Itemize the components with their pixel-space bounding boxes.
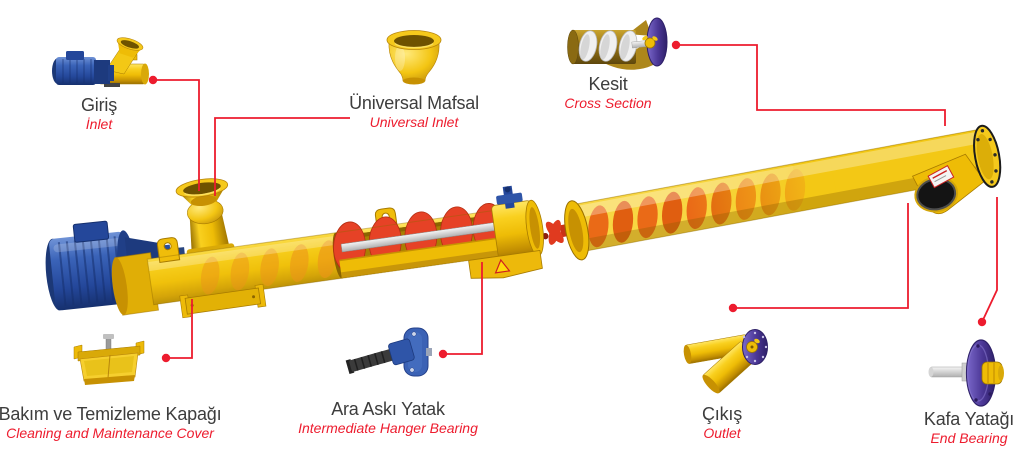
conveyor-rear-segment (542, 124, 1002, 261)
label-universal-inlet-title: Üniversal Mafsal (349, 93, 479, 113)
cross-section-callout-dot (671, 40, 681, 50)
label-end-bearing: Kafa Yatağı End Bearing (924, 409, 1014, 447)
label-cleaning-cover: Bakım ve Temizleme Kapağı Cleaning and M… (0, 404, 222, 442)
callout-lines (153, 44, 998, 359)
spout-warning-sticker (927, 164, 955, 189)
label-outlet: Çıkış Outlet (702, 404, 742, 442)
label-end-bearing-title: Kafa Yatağı (923, 409, 1015, 429)
conveyor-front-segment (111, 178, 544, 319)
cover-callout-line (166, 299, 193, 359)
label-inlet: Giriş İnlet (81, 95, 117, 133)
inlet-callout-dot (148, 75, 158, 85)
label-end-bearing-subtitle: End Bearing (930, 430, 1008, 447)
maintenance-cover-installed (179, 283, 267, 319)
label-cleaning-cover-subtitle: Cleaning and Maintenance Cover (6, 425, 214, 442)
label-universal-inlet: Üniversal Mafsal Universal Inlet (349, 93, 479, 131)
rear-screw-flights (572, 128, 991, 252)
icon-hanger-bearing (345, 327, 432, 377)
label-hanger-bearing-subtitle: Intermediate Hanger Bearing (298, 420, 478, 437)
label-inlet-subtitle: İnlet (85, 116, 113, 133)
end-bracket (468, 250, 543, 279)
icon-end-bearing (928, 339, 1004, 407)
warning-triangle (494, 258, 511, 274)
cross-section-callout-line (676, 44, 946, 126)
outlet-spout (911, 153, 986, 215)
label-cleaning-cover-title: Bakım ve Temizleme Kapağı (0, 404, 222, 424)
label-hanger-bearing-title: Ara Askı Yatak (331, 399, 445, 419)
cover-callout-dot (161, 353, 171, 363)
label-cross-section-title: Kesit (588, 74, 628, 94)
label-universal-inlet-subtitle: Universal Inlet (369, 114, 459, 131)
universal-callout-line (214, 117, 350, 196)
icon-universal-joint (386, 30, 442, 85)
icon-maintenance-cover (73, 334, 145, 385)
label-cross-section-subtitle: Cross Section (564, 95, 652, 112)
hanger-callout-dot (438, 349, 448, 359)
label-inlet-title: Giriş (81, 95, 117, 115)
motor-body (49, 231, 132, 311)
cross-section-flights (578, 30, 638, 62)
motor-terminal-box (72, 220, 110, 243)
callout-dots (148, 40, 987, 363)
end-bearing-callout-dot (977, 317, 987, 327)
label-outlet-subtitle: Outlet (703, 425, 741, 442)
mini-motor-body (56, 57, 96, 85)
drive-housing (111, 252, 160, 316)
icon-cross-section (567, 17, 668, 70)
end-bearing-callout-line (981, 197, 998, 323)
lifting-lug (156, 237, 181, 264)
inlet-callout-line (153, 79, 200, 191)
label-outlet-title: Çıkış (701, 404, 743, 424)
hanger-callout-line (443, 262, 483, 355)
front-end-cap (491, 199, 544, 262)
rear-inlet-flange (564, 200, 590, 261)
icon-outlet (683, 329, 768, 394)
icon-inlet-module (52, 37, 149, 87)
label-cross-section: Kesit Cross Section (564, 74, 651, 112)
trough-front-wall (339, 237, 499, 279)
outlet-callout-line (733, 203, 909, 309)
rear-end-flange (973, 124, 1002, 188)
hanger-bearing-installed (496, 185, 523, 209)
label-hanger-bearing: Ara Askı Yatak Intermediate Hanger Beari… (298, 399, 478, 437)
outlet-callout-dot (728, 303, 738, 313)
front-tube-translucent-screw (147, 232, 342, 305)
